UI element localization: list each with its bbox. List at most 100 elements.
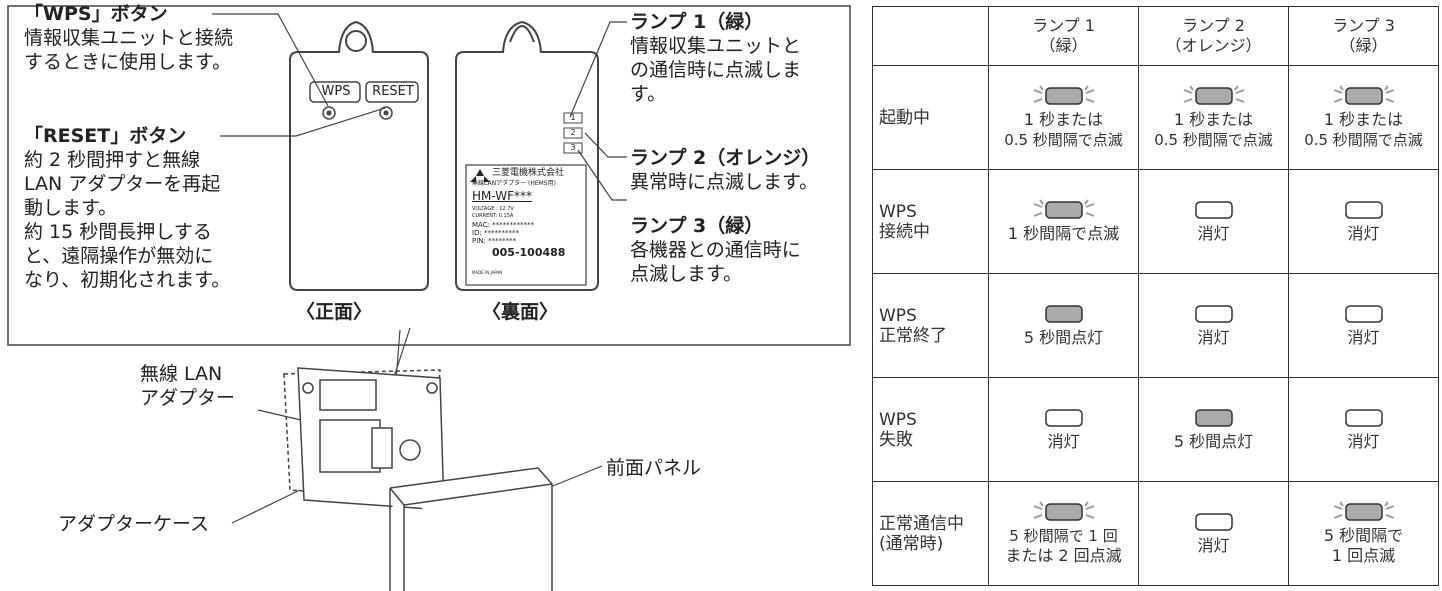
label-product: 無線LANアダプター (HEMS用) [472,180,556,187]
status-text: 1 秒間隔で点滅 [1007,224,1120,243]
status-text: 消灯 [1047,432,1080,451]
status-text: 0.5 秒間隔で点滅 [1004,131,1123,149]
reset-desc-line-4: 約 15 秒間長押しする [24,221,212,243]
reset-desc-line-3: 動します。 [24,197,118,219]
lamp-blink-icon [1033,85,1094,105]
lamp-off-icon [1194,201,1233,219]
header-lamp-3: ランプ 3（緑） [1288,6,1439,66]
label-mac: MAC: ************ [472,221,535,229]
row-label: 正常通信中(通常時) [872,481,989,586]
label-cert: 005-100488 [492,246,566,259]
installation-drawing [283,367,553,591]
table-header-row: ランプ 1（緑）ランプ 2（オレンジ）ランプ 3（緑） [872,6,1439,66]
lamp2-desc-line-1: 異常時に点滅します。 [630,171,819,193]
label-model: HM-WF*** [472,189,532,203]
lamp-off-icon [1344,201,1383,219]
lamp-blink-icon [1033,199,1094,219]
status-text: 0.5 秒間隔で点滅 [1154,131,1273,149]
status-cell: 消灯 [1138,481,1289,586]
status-cell: 消灯 [1138,169,1289,274]
header-text: ランプ 2 [1182,16,1245,35]
header-text: ランプ 1 [1032,16,1095,35]
row-label-text: 正常終了 [879,325,947,346]
status-cell: 1 秒または 0.5 秒間隔で点滅 [988,65,1139,170]
lamp-blink-icon [1033,501,1094,521]
header-lamp-2: ランプ 2（オレンジ） [1138,6,1289,66]
reset-desc-line-2: LAN アダプターを再起 [24,173,221,195]
header-text: （オレンジ） [1165,36,1262,55]
back-lamp-3-num: 3 [570,143,576,152]
row-label-text: WPS [879,305,917,326]
status-text: 消灯 [1197,224,1230,243]
row-label: 起動中 [872,65,989,170]
lamp1-desc-line-3: す。 [630,83,667,105]
lamp-off-icon [1194,305,1233,323]
lamp-off-icon [1194,513,1233,531]
status-text: 5 秒間点灯 [1173,432,1254,451]
status-cell: 消灯 [1288,377,1439,482]
status-text: または 2 回点滅 [1005,546,1122,565]
lamp-blink-icon [1333,85,1394,105]
back-caption: 〈裏面〉 [482,301,559,323]
status-text: 5 秒間点灯 [1023,328,1104,347]
status-text: 1 回点滅 [1331,546,1396,565]
row-label-text: 失敗 [879,429,913,450]
row-label-text: 正常通信中 [879,513,964,534]
status-text: 1 秒または [1023,110,1104,129]
label-maker: 三菱電機株式会社 [492,168,565,178]
status-cell: 消灯 [1288,273,1439,378]
wps-button-title: 「WPS」ボタン [24,3,168,25]
label-current: CURRENT: 0.15A [472,213,514,219]
status-cell: 1 秒または 0.5 秒間隔で点滅 [1138,65,1289,170]
status-text: 消灯 [1347,328,1380,347]
status-text: 5 秒間隔で [1323,526,1404,545]
reset-desc-line-6: なり、初期化されます。 [24,269,231,291]
lamp1-desc-line-2: の通信時に点滅しま [630,59,802,81]
adapter-label-line-2: アダプター [140,387,236,409]
status-text: 消灯 [1347,432,1380,451]
label-id: ID: ********** [472,229,520,237]
row-label-text: 起動中 [879,107,930,128]
reset-desc-line-1: 約 2 秒間押すと無線 [24,149,201,171]
lamp-off-icon [1044,409,1083,427]
front-device-drawing [289,20,429,291]
status-cell: 消灯 [1288,169,1439,274]
lamp-blink-icon [1333,501,1394,521]
table-corner-cell [872,6,989,66]
row-label-text: 接続中 [879,221,930,242]
status-text: 5 秒間隔で 1 回 [1009,527,1118,545]
status-text: 1 秒または [1323,110,1404,129]
reset-button-title: 「RESET」ボタン [24,125,187,147]
status-text: 1 秒または [1173,110,1254,129]
lamp-off-icon [1344,305,1383,323]
lamp2-title: ランプ 2（オレンジ） [630,147,821,169]
lamp-blink-icon [1183,85,1244,105]
status-cell: 消灯 [988,377,1139,482]
lamp3-title: ランプ 3（緑） [630,215,764,237]
row-label-text: WPS [879,201,917,222]
status-text: 0.5 秒間隔で点滅 [1304,131,1423,149]
header-text: （緑） [1339,36,1388,55]
status-cell: 1 秒間隔で点滅 [988,169,1139,274]
row-label-text: WPS [879,409,917,430]
adapter-diagram: 「WPS」ボタン 情報収集ユニットと接続 するときに使用します。 「RESET」… [7,3,851,591]
adapter-case-label: アダプターケース [58,513,210,535]
header-text: （緑） [1039,36,1088,55]
lamp3-desc-line-1: 各機器との通信時に [630,239,801,261]
front-wps-button: WPS [321,84,351,99]
lamp3-desc-line-2: 点滅します。 [630,263,743,285]
wps-desc-line-2: するときに使用します。 [24,51,232,73]
status-cell: 消灯 [1138,273,1289,378]
lamp1-desc-line-1: 情報収集ユニットと [630,35,802,57]
back-lamp-1-num: 1 [570,113,576,122]
lamp-off-icon [1344,409,1383,427]
front-caption: 〈正面〉 [296,301,373,323]
wps-desc-line-1: 情報収集ユニットと接続 [24,27,234,49]
